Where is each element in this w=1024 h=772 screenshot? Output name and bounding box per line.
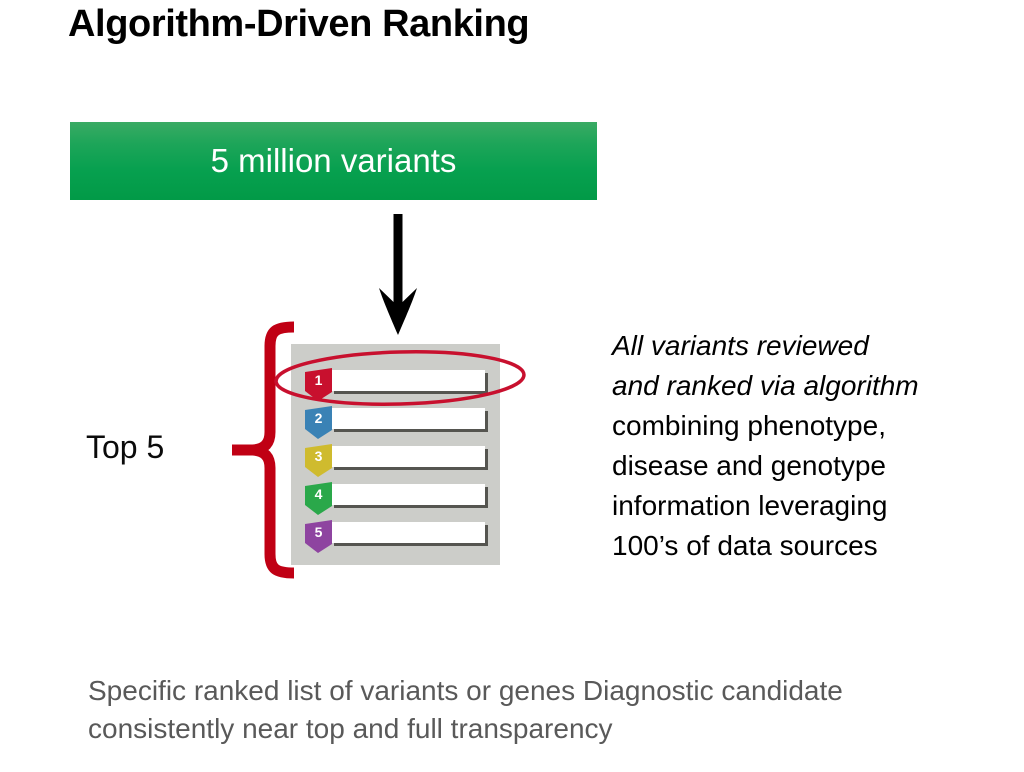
caption-line: Specific ranked list of variants or gene… xyxy=(88,675,843,706)
description-line: and ranked via algorithm xyxy=(612,370,919,401)
rank-badge-icon: 2 xyxy=(305,406,334,440)
page-title: Algorithm-Driven Ranking xyxy=(68,3,530,45)
top5-label: Top 5 xyxy=(86,429,165,465)
caption-line: consistently near top and full transpare… xyxy=(88,713,613,744)
rank-bar xyxy=(331,446,485,467)
red-ellipse-highlight xyxy=(272,348,528,408)
down-arrow-icon xyxy=(368,214,428,336)
variant-count-banner: 5 million variants xyxy=(70,122,597,200)
rank-badge-icon: 5 xyxy=(305,520,334,554)
description-line: combining phenotype, xyxy=(612,410,886,441)
description-line: All variants reviewed xyxy=(612,330,869,361)
ranked-list-panel: 1 2 3 xyxy=(291,344,500,565)
list-item[interactable]: 3 xyxy=(305,444,485,477)
list-item[interactable]: 4 xyxy=(305,482,485,515)
left-curly-brace-icon xyxy=(232,320,300,580)
rank-badge-icon: 4 xyxy=(305,482,334,516)
variant-count-label: 5 million variants xyxy=(210,142,457,179)
ranked-list-rows: 1 2 3 xyxy=(291,344,500,565)
rank-bar xyxy=(331,522,485,543)
description-text: All variants reviewed and ranked via alg… xyxy=(612,326,1004,566)
list-item[interactable]: 5 xyxy=(305,520,485,553)
rank-bar xyxy=(331,484,485,505)
rank-bar xyxy=(331,408,485,429)
description-line: disease and genotype xyxy=(612,450,886,481)
list-item[interactable]: 2 xyxy=(305,406,485,439)
description-line: 100’s of data sources xyxy=(612,530,878,561)
rank-bar xyxy=(331,370,485,391)
description-line: information leveraging xyxy=(612,490,888,521)
caption-text: Specific ranked list of variants or gene… xyxy=(88,672,988,748)
rank-badge-icon: 3 xyxy=(305,444,334,478)
